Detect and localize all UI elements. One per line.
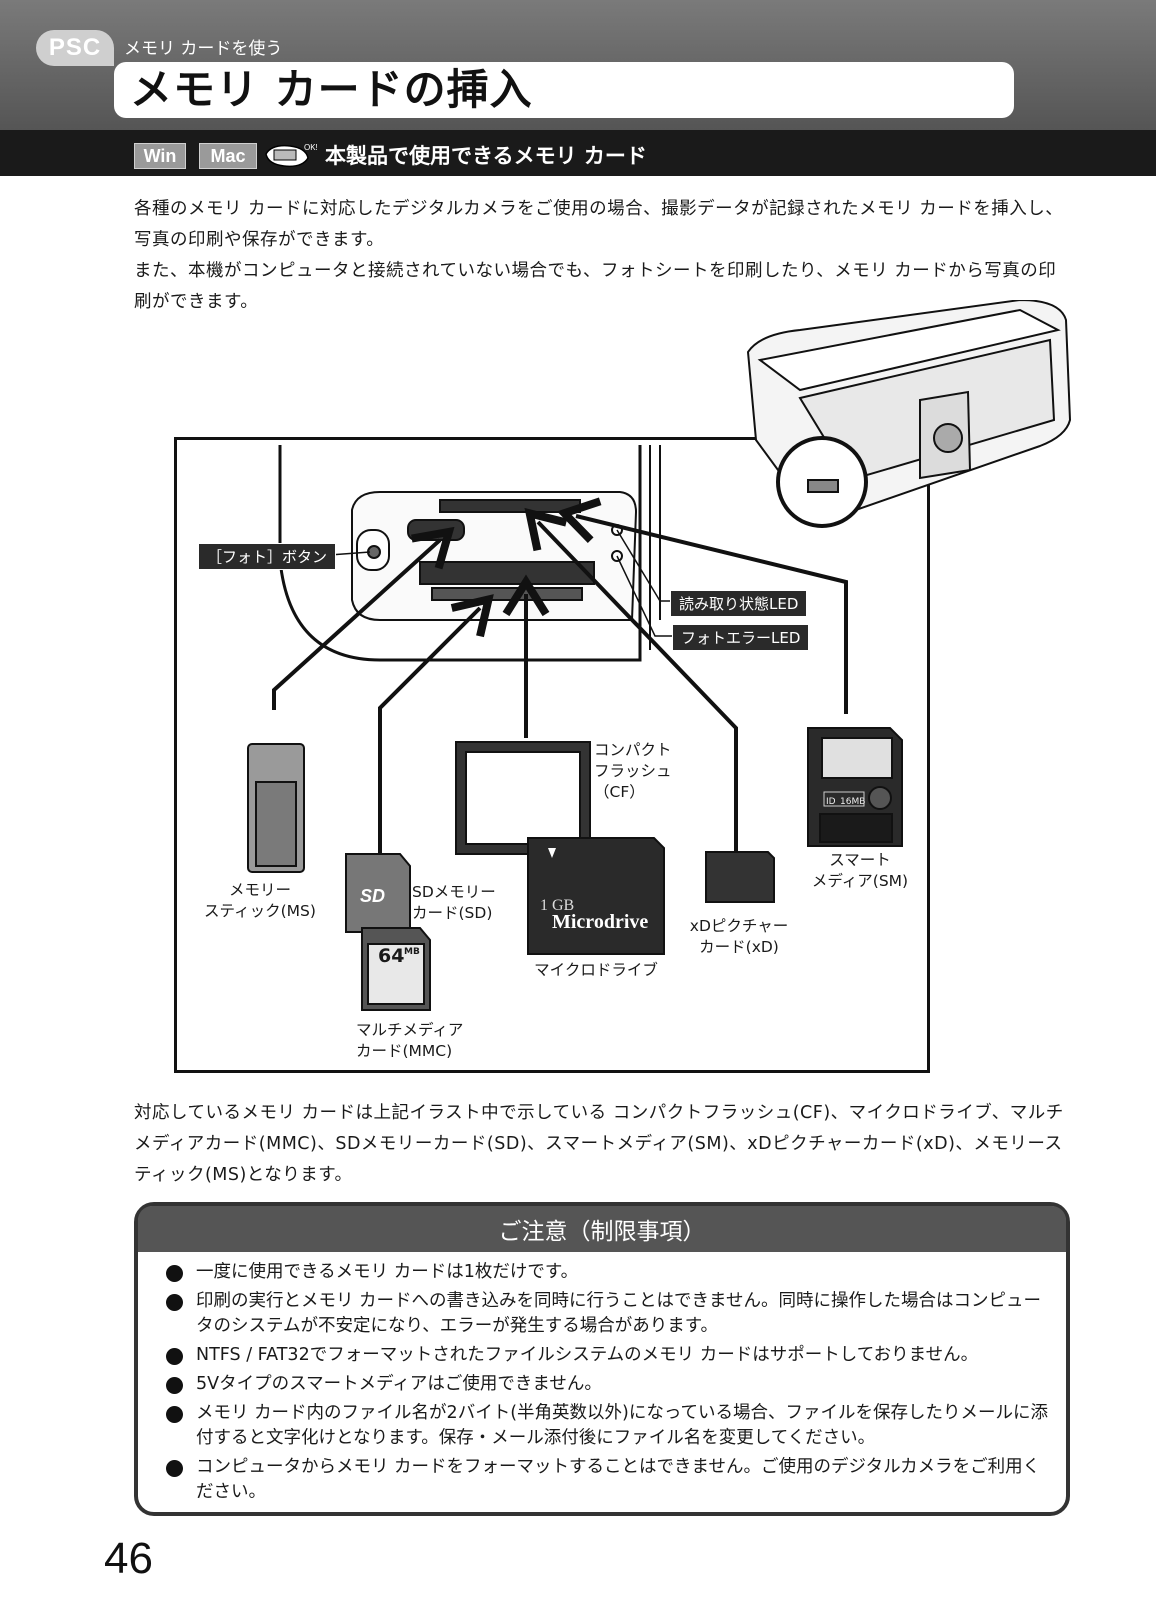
page-number: 46	[104, 1534, 153, 1583]
caution-item: NTFS / FAT32でフォーマットされたファイルシステムのメモリ カードはサ…	[166, 1343, 1048, 1368]
mmc-card	[361, 927, 431, 1011]
subheading: 本製品で使用できるメモリ カード	[325, 144, 647, 168]
memory-stick	[247, 743, 305, 873]
caption-memory-stick: メモリー スティック(MS)	[202, 880, 318, 922]
compact-flash-card	[455, 741, 591, 855]
caution-text: メモリ カード内のファイル名が2バイト(半角英数以外)になっている場合、ファイル…	[196, 1403, 1048, 1448]
caution-item: 一度に使用できるメモリ カードは1枚だけです。	[166, 1260, 1048, 1285]
xd-picture-card	[705, 851, 775, 903]
caption-line: フラッシュ	[594, 762, 672, 780]
caption-smart-media: スマート メディア(SM)	[806, 850, 914, 892]
microdrive-card	[527, 837, 665, 955]
caption-sd: SDメモリー カード(SD)	[412, 882, 508, 924]
caution-item: メモリ カード内のファイル名が2バイト(半角英数以外)になっている場合、ファイル…	[166, 1401, 1048, 1451]
microdrive-brand: Microdrive	[552, 911, 649, 933]
subheading-band	[0, 130, 1156, 176]
win-badge: Win	[134, 143, 186, 169]
bullet-icon	[166, 1348, 183, 1365]
caption-line: xDピクチャー	[689, 917, 789, 935]
mac-badge: Mac	[199, 143, 257, 169]
caption-line: カード(xD)	[699, 938, 779, 956]
caption-compact-flash: コンパクト フラッシュ （CF）	[594, 740, 672, 803]
caution-text: 一度に使用できるメモリ カードは1枚だけです。	[196, 1262, 579, 1282]
page-title: メモリ カードの挿入	[130, 65, 533, 114]
caution-text: コンピュータからメモリ カードをフォーマットすることはできません。ご使用のデジタ…	[196, 1457, 1041, 1502]
smart-media-card	[807, 727, 903, 847]
caption-line: カード(SD)	[412, 904, 493, 922]
mmc-capacity: 64	[378, 945, 405, 967]
caption-line: SDメモリー	[412, 883, 496, 901]
section-label: メモリ カードを使う	[124, 39, 283, 59]
caption-line: カード(MMC)	[356, 1042, 453, 1060]
caution-list: 一度に使用できるメモリ カードは1枚だけです。 印刷の実行とメモリ カードへの書…	[166, 1260, 1048, 1509]
bullet-icon	[166, 1460, 183, 1477]
card-slot-panel	[278, 445, 661, 662]
sd-card: SD	[345, 853, 411, 933]
microdrive-capacity: 1 GB	[540, 897, 575, 914]
bullet-icon	[166, 1294, 183, 1311]
memory-card-illustration: SD	[247, 300, 1072, 1011]
caution-box: ご注意（制限事項） 一度に使用できるメモリ カードは1枚だけです。 印刷の実行と…	[134, 1202, 1070, 1516]
intro-paragraph-2: また、本機がコンピュータと接続されていない場合でも、フォトシートを印刷したり、メ…	[134, 261, 1057, 312]
bullet-icon	[166, 1406, 183, 1423]
caution-item: 印刷の実行とメモリ カードへの書き込みを同時に行うことはできません。同時に操作し…	[166, 1289, 1048, 1339]
caption-line: マルチメディア	[356, 1021, 464, 1039]
caption-line: コンパクト	[594, 741, 672, 759]
bullet-icon	[166, 1377, 183, 1394]
ok-card-icon: OK!	[265, 143, 318, 168]
caption-xd: xDピクチャー カード(xD)	[684, 916, 794, 958]
caption-microdrive: マイクロドライブ	[526, 960, 666, 981]
photo-button-callout: ［フォト］ボタン	[198, 543, 337, 570]
read-led-callout: 読み取り状態LED	[670, 590, 808, 617]
title-box	[114, 62, 1014, 118]
bullet-icon	[166, 1265, 183, 1282]
caption-line: スマート	[829, 851, 891, 869]
caution-text: 5Vタイプのスマートメディアはご使用できません。	[196, 1374, 602, 1394]
smart-media-capacity: 16MB	[840, 797, 866, 807]
product-tab: PSC	[36, 30, 114, 66]
printer-image	[746, 300, 1072, 528]
caution-text: 印刷の実行とメモリ カードへの書き込みを同時に行うことはできません。同時に操作し…	[196, 1291, 1042, 1336]
svg-text:OK!: OK!	[304, 143, 318, 152]
svg-text:SD: SD	[360, 886, 385, 906]
caption-line: メディア(SM)	[811, 872, 909, 890]
smart-media-id: ID	[826, 797, 836, 807]
caution-item: コンピュータからメモリ カードをフォーマットすることはできません。ご使用のデジタ…	[166, 1455, 1048, 1505]
error-led-callout: フォトエラーLED	[672, 624, 810, 651]
caution-text: NTFS / FAT32でフォーマットされたファイルシステムのメモリ カードはサ…	[196, 1345, 979, 1365]
intro-paragraph-1: 各種のメモリ カードに対応したデジタルカメラをご使用の場合、撮影データが記録され…	[134, 199, 1064, 250]
summary-paragraph: 対応しているメモリ カードは上記イラスト中で示している コンパクトフラッシュ(C…	[134, 1103, 1064, 1185]
caption-mmc: マルチメディア カード(MMC)	[356, 1020, 496, 1062]
caution-item: 5Vタイプのスマートメディアはご使用できません。	[166, 1372, 1048, 1397]
mmc-unit: MB	[404, 947, 420, 957]
caption-line: スティック(MS)	[204, 902, 316, 920]
caption-line: （CF）	[594, 783, 645, 801]
caution-title: ご注意（制限事項）	[138, 1206, 1066, 1252]
caption-line: メモリー	[228, 881, 291, 899]
caption-line: マイクロドライブ	[534, 961, 658, 979]
